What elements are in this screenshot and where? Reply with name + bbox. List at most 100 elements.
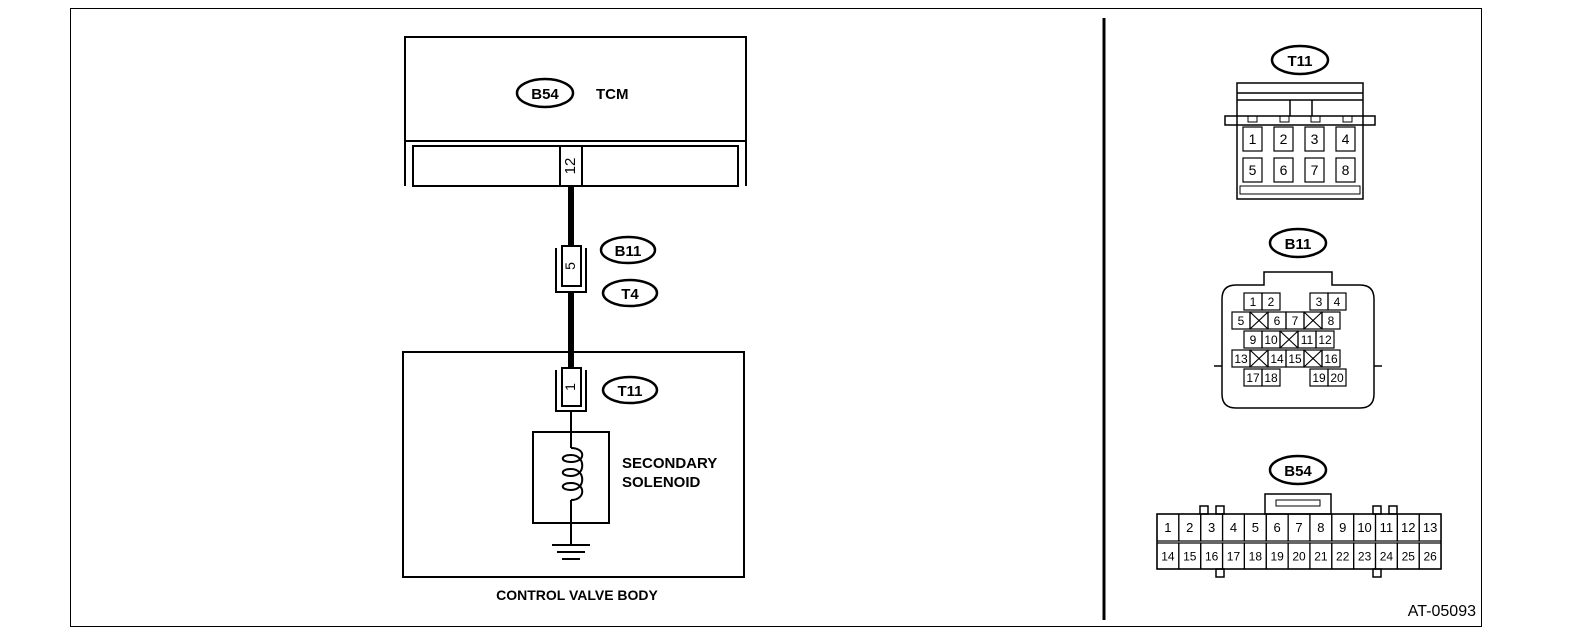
pin-number: 24: [1380, 549, 1394, 563]
connector-pin: 6: [1267, 311, 1287, 330]
t11-badge: [601, 375, 659, 405]
connector-pin: 9: [1331, 513, 1355, 542]
connector-pin: 2: [1178, 513, 1202, 542]
pin-number: 15: [1183, 549, 1197, 563]
pin-number: 12: [1401, 520, 1415, 535]
connector-pin: 8: [1335, 157, 1356, 183]
pin-number: 14: [1270, 352, 1284, 366]
connector-pin: 14: [1267, 349, 1287, 368]
connector-pin: 25: [1396, 542, 1420, 570]
connector-pin: 19: [1265, 542, 1289, 570]
pin-number: 22: [1336, 549, 1350, 563]
tcm-label: TCM: [596, 86, 629, 103]
pin-number: 18: [1249, 549, 1263, 563]
connector-pin: 1: [1243, 292, 1263, 311]
solenoid-label-line2: SOLENOID: [622, 474, 701, 491]
pin-number: 16: [1205, 549, 1219, 563]
pin-number: 19: [1312, 371, 1326, 385]
connector-pin: 4: [1221, 513, 1246, 542]
control-valve-body-label: CONTROL VALVE BODY: [496, 587, 658, 603]
blank-cavity: [1249, 349, 1269, 368]
blank-cavity: [1279, 330, 1299, 349]
connector-pin: 23: [1353, 542, 1377, 570]
pin-number: 11: [1380, 520, 1394, 535]
connector-pin: 13: [1418, 513, 1442, 542]
pin-number: 10: [1264, 333, 1278, 347]
pin-number: 13: [1234, 352, 1248, 366]
pin-number: 7: [1292, 314, 1299, 328]
connector-pin: 3: [1200, 513, 1224, 542]
connector-pin: 3: [1304, 126, 1325, 152]
pin-number: 2: [1280, 131, 1288, 147]
connector-pin: 7: [1287, 513, 1311, 542]
pin-number: 20: [1292, 549, 1306, 563]
connector-pin: 20: [1287, 542, 1311, 570]
t11-view-id: T11: [1287, 53, 1312, 70]
pin-number: 9: [1250, 333, 1257, 347]
connector-pin: 19: [1309, 368, 1329, 387]
joint-terminal: 5: [562, 262, 578, 270]
pin-number: 26: [1423, 549, 1437, 563]
pin-number: 23: [1358, 549, 1372, 563]
pin-number: 2: [1268, 295, 1275, 309]
connector-pin: 4: [1335, 126, 1356, 152]
pin-number: 18: [1264, 371, 1278, 385]
connector-pin: 7: [1285, 311, 1305, 330]
pin-number: 4: [1230, 520, 1237, 535]
connector-pin: 16: [1200, 542, 1224, 570]
connector-pin: 15: [1178, 542, 1202, 570]
tcm-unit: B54 TCM 12: [404, 36, 747, 187]
pin-number: 11: [1301, 333, 1314, 347]
connector-pin: 26: [1418, 542, 1442, 570]
pin-number: 4: [1334, 295, 1341, 309]
connector-pin: 7: [1304, 157, 1325, 183]
pin-number: 8: [1317, 520, 1324, 535]
tcm-terminal: 12: [562, 158, 579, 175]
pin-number: 6: [1280, 162, 1288, 178]
t11-id: T11: [617, 383, 642, 400]
connector-pin: 6: [1273, 157, 1294, 183]
connector-pin: 21: [1309, 542, 1333, 570]
pin-number: 17: [1227, 549, 1241, 563]
pin-number: 5: [1252, 520, 1259, 535]
diagram-frame: [70, 8, 1482, 627]
connector-pin: 5: [1231, 311, 1251, 330]
connector-pin: 14: [1156, 542, 1180, 570]
connector-pin: 6: [1265, 513, 1289, 542]
pin-number: 13: [1423, 520, 1437, 535]
pin-number: 10: [1357, 520, 1371, 535]
figure-code: AT-05093: [1408, 603, 1476, 620]
pin-number: 6: [1274, 520, 1281, 535]
control-valve-body: 1 T11 SECONDARY SOLENOID: [402, 351, 745, 578]
connector-pin: 17: [1221, 542, 1246, 570]
connector-pin: 18: [1243, 542, 1267, 570]
pin-number: 6: [1274, 314, 1281, 328]
t11-view-badge: [1270, 44, 1330, 76]
b11-badge: [599, 235, 657, 265]
pin-number: 8: [1328, 314, 1335, 328]
b11-view-badge: [1268, 227, 1328, 259]
pin-number: 20: [1330, 371, 1344, 385]
joint-connector: 5 B11 T4: [555, 235, 659, 308]
pin-number: 21: [1314, 549, 1328, 563]
b11-id: B11: [615, 243, 642, 260]
connector-pin: 8: [1309, 513, 1333, 542]
pin-number: 7: [1311, 162, 1319, 178]
connector-pin: 11: [1297, 330, 1317, 349]
connector-pin: 24: [1374, 542, 1398, 570]
pin-number: 25: [1402, 549, 1416, 563]
pin-number: 16: [1324, 352, 1338, 366]
pin-number: 5: [1249, 162, 1257, 178]
pin-number: 3: [1208, 520, 1215, 535]
connector-pin: 13: [1231, 349, 1251, 368]
connector-pin: 22: [1331, 542, 1355, 570]
connector-pin: 5: [1243, 513, 1267, 542]
blank-cavity: [1303, 311, 1323, 330]
b54-view-badge: [1268, 454, 1328, 486]
tcm-connector-id: B54: [531, 86, 559, 103]
pin-number: 15: [1288, 352, 1302, 366]
blank-cavity: [1249, 311, 1269, 330]
